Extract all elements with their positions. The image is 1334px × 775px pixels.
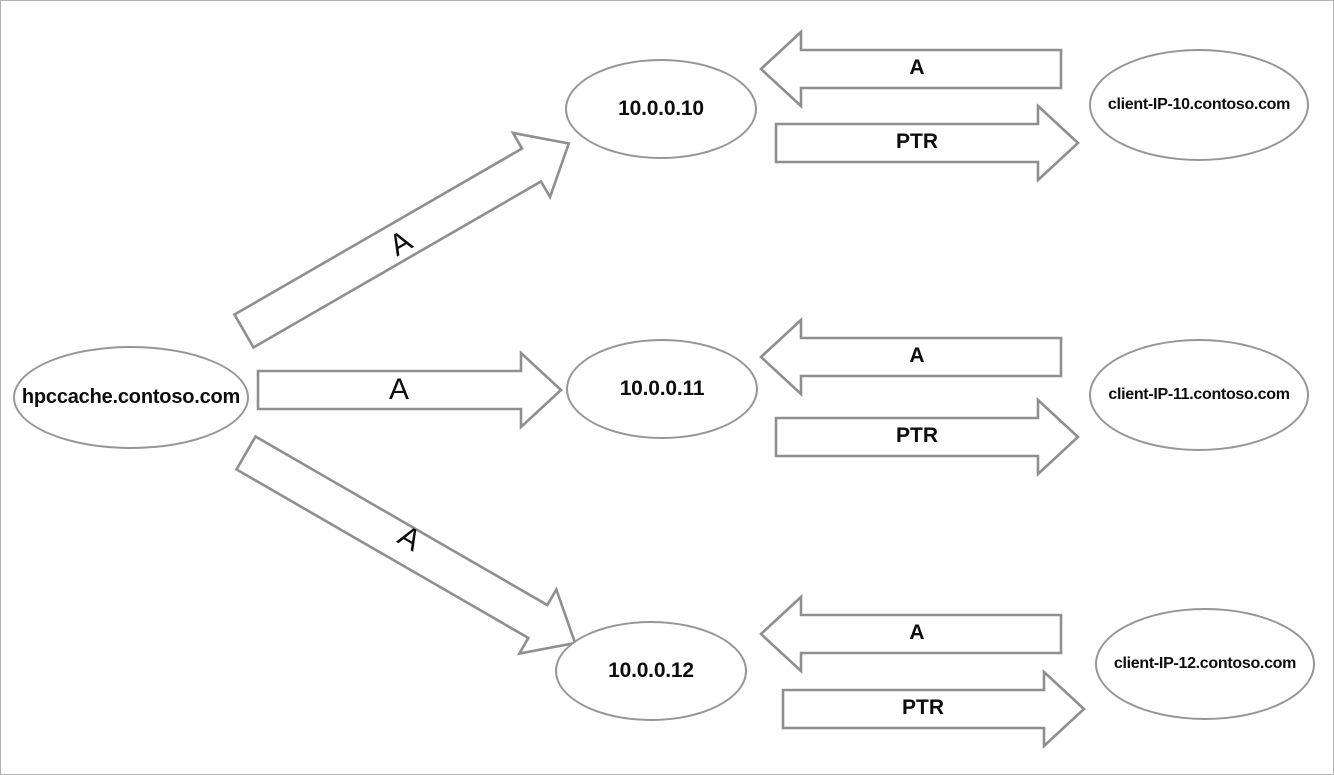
node-ip-10-0-0-12: 10.0.0.12 [555,621,747,721]
arrow-hub-to-ip10 [232,131,571,350]
ptr-record-label-row3: PTR [902,696,944,719]
node-ip-10-0-0-10: 10.0.0.10 [565,59,757,159]
ptr-record-label-row1: PTR [896,130,938,153]
node-hpccache-label: hpccache.contoso.com [21,386,241,408]
arrow-ptr-ip11-to-client11 [774,397,1080,477]
a-record-label-row3: A [909,621,925,644]
node-ip-10-0-0-11: 10.0.0.11 [566,339,758,439]
node-hpccache: hpccache.contoso.com [13,346,249,449]
node-ip-12-label: 10.0.0.12 [608,659,694,682]
a-record-label-row1: A [909,56,925,79]
arrow-hub-to-ip11 [256,350,563,430]
arrow-ptr-ip12-to-client12 [781,669,1086,749]
arrow-a-client12-to-ip12 [759,594,1063,674]
arrow-a-client10-to-ip10 [759,29,1063,109]
node-ip-10-label: 10.0.0.10 [618,97,704,120]
node-ip-11-label: 10.0.0.11 [619,377,705,400]
arrow-a-client11-to-ip11 [759,317,1063,397]
node-client-ip-10-label: client-IP-10.contoso.com [1107,96,1291,113]
a-record-label-row2: A [909,344,925,367]
node-client-ip-11: client-IP-11.contoso.com [1089,339,1309,451]
node-client-ip-10: client-IP-10.contoso.com [1089,49,1309,161]
node-client-ip-12-label: client-IP-12.contoso.com [1113,655,1297,672]
ptr-record-label-row2: PTR [896,424,938,447]
arrow-hub-to-ip12 [234,434,577,656]
arrow-ptr-ip10-to-client10 [774,103,1080,183]
node-client-ip-11-label: client-IP-11.contoso.com [1108,386,1290,403]
node-client-ip-12: client-IP-12.contoso.com [1095,608,1315,720]
hub-arrow-label-ip11: A [388,373,410,406]
